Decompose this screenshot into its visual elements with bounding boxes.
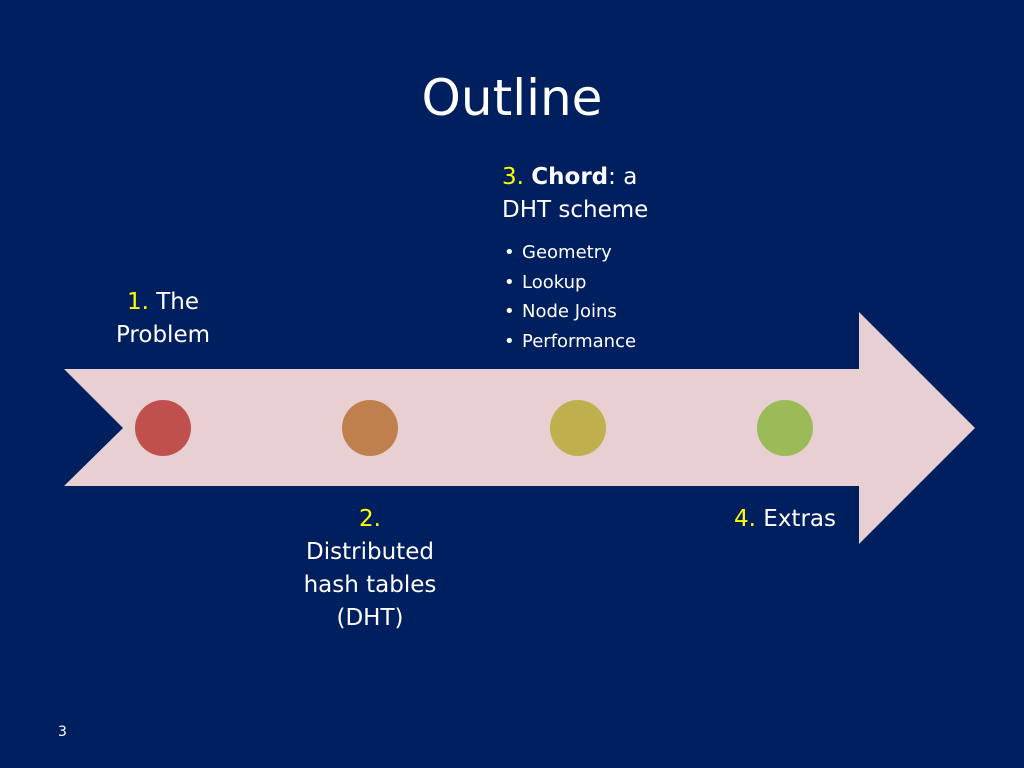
stage-2-text-line2: hash tables [303,572,437,598]
stage-4-label: 4. Extras [715,503,855,536]
stage-2-text-line1: Distributed [306,539,434,565]
bullet-text: Node Joins [522,301,617,322]
page-number: 3 [58,724,67,740]
stage-1-label: 1. The Problem [88,286,238,352]
stage-4-dot [757,400,813,456]
stage-3-text-line2: DHT scheme [502,197,649,223]
stage-3-number: 3. [502,164,524,190]
stage-1-text-line2: Problem [115,322,211,348]
arrow-shape [64,312,975,544]
stage-2-number: 2. [359,506,381,532]
bullet-item: •Node Joins [504,301,617,322]
stage-4-text: Extras [763,506,836,532]
stage-1-text: The [156,289,200,315]
stage-3-dot [550,400,606,456]
stage-2-label: 2. Distributed hash tables (DHT) [285,503,455,635]
stage-3-text-rest: : a [608,164,638,190]
bullet-item: •Lookup [504,271,587,293]
bullet-item: •Performance [504,330,637,352]
bullet-text: Performance [522,330,637,352]
bullet-text: Lookup [522,271,587,293]
bullet-text: Geometry [522,242,612,263]
stage-1-dot [135,400,191,456]
stage-1-number: 1. [126,289,149,315]
bullet-item: •Geometry [504,242,612,263]
stage-3-bullet-list: •Geometry •Lookup •Node Joins •Performan… [504,238,636,356]
slide-title: Outline [421,69,603,127]
stage-2-dot [342,400,398,456]
stage-2-text-line3: (DHT) [336,605,404,631]
stage-3-bold: Chord [531,164,609,190]
stage-4-number: 4. [734,506,756,532]
stage-3-label: 3. Chord: a DHT scheme [502,161,742,227]
